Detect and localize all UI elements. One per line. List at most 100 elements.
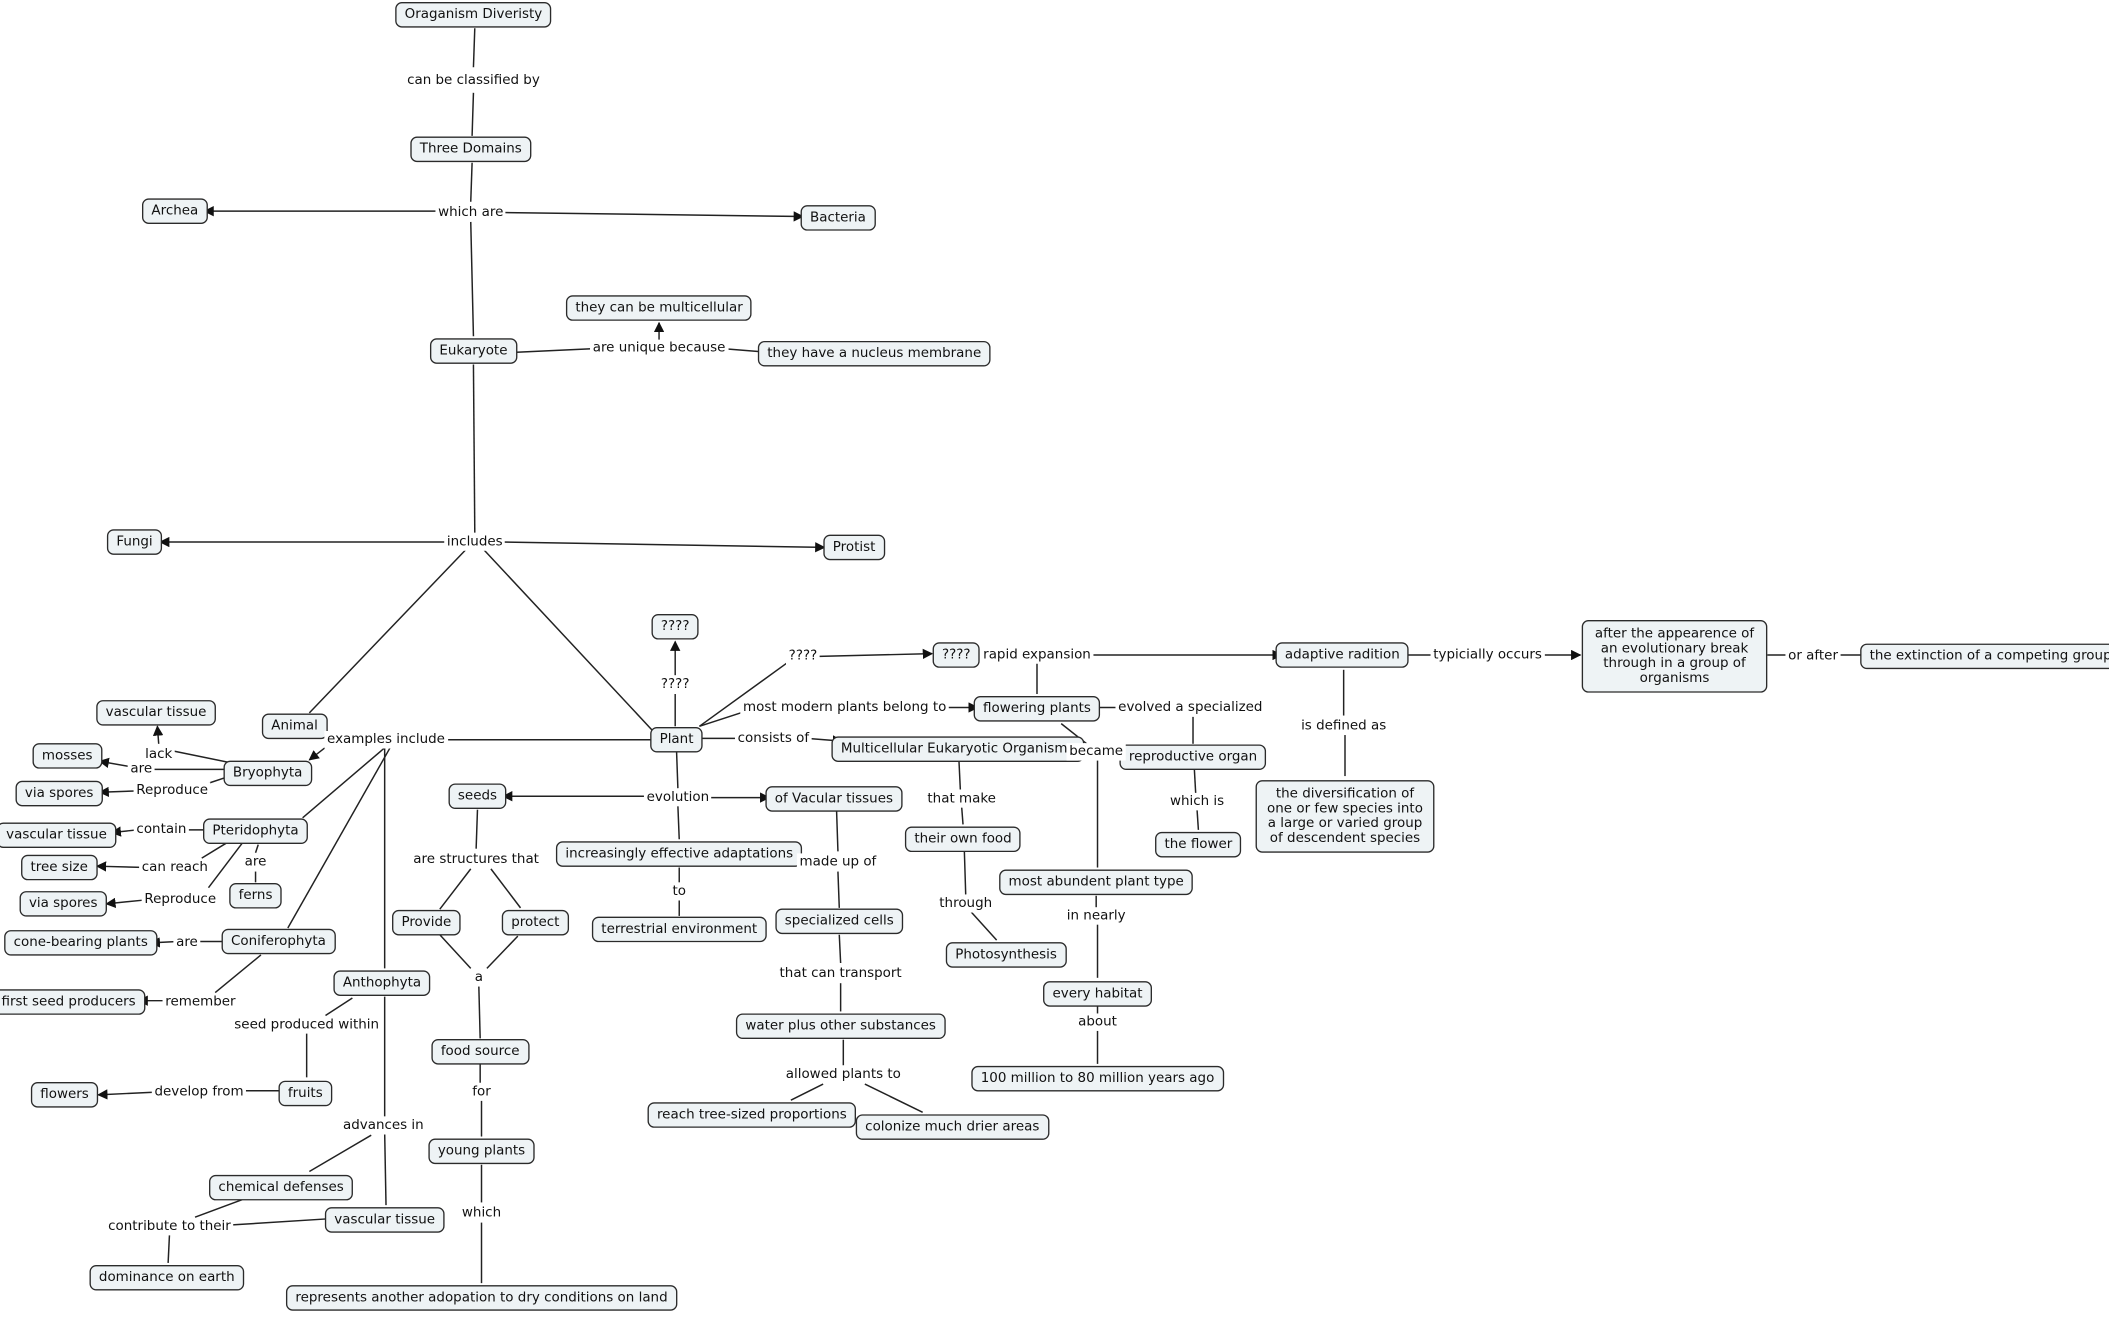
node-organism-diversity: Oraganism Diveristy <box>395 2 552 28</box>
node-eukaryote: Eukaryote <box>429 338 517 364</box>
label-became: became <box>1066 743 1126 761</box>
node-antho-vascular-tissue: vascular tissue <box>324 1207 445 1233</box>
label-pter-reproduce: Reproduce <box>141 891 219 909</box>
label-is-defined-as: is defined as <box>1298 717 1389 736</box>
node-multicellular: they can be multicellular <box>565 295 753 321</box>
label-that-can-transport: that can transport <box>776 965 905 983</box>
label-typically-occurs: typicially occurs <box>1430 646 1545 664</box>
node-young-plants: young plants <box>428 1138 535 1165</box>
node-after-appearance: after the appearence of an evolutionary … <box>1581 620 1768 693</box>
node-flowers: flowers <box>30 1082 99 1108</box>
node-anthophyta: Anthophyta <box>333 970 431 996</box>
label-are-structures-that: are structures that <box>410 850 542 869</box>
label-which-are: which are <box>435 203 507 222</box>
label-plant-unknown-up: ???? <box>658 675 693 694</box>
label-examples-include: examples include <box>324 731 448 749</box>
node-mosses: mosses <box>32 743 102 769</box>
node-vascular-tissues: of Vacular tissues <box>765 786 903 812</box>
node-protect: protect <box>501 909 569 936</box>
node-diversification: the diversification of one or few specie… <box>1255 780 1435 853</box>
label-bryo-are: are <box>127 760 155 779</box>
label-pter-are: are <box>241 853 270 871</box>
label-to: to <box>669 882 689 901</box>
node-pter-via-spores: via spores <box>19 891 107 917</box>
node-tree-sized: reach tree-sized proportions <box>647 1102 857 1128</box>
node-the-flower: the flower <box>1155 831 1242 858</box>
label-contain: contain <box>133 821 190 839</box>
node-animal: Animal <box>261 713 328 740</box>
node-plant: Plant <box>650 726 703 753</box>
label-advances-in: advances in <box>340 1117 427 1135</box>
node-bryo-vascular-tissue: vascular tissue <box>96 700 216 726</box>
node-seeds: seeds <box>448 783 507 810</box>
node-water-substances: water plus other substances <box>735 1013 946 1040</box>
label-made-up-of: made up of <box>796 853 879 871</box>
node-plant-unknown: ???? <box>651 613 699 640</box>
label-a: a <box>472 969 486 987</box>
node-adaptations: increasingly effective adaptations <box>555 841 803 867</box>
label-contribute-to-their: contribute to their <box>105 1217 234 1236</box>
node-multicellular-eukaryotic: Multicellular Eukaryotic Organisms <box>831 736 1084 762</box>
label-about: about <box>1075 1013 1120 1031</box>
node-terrestrial: terrestrial environment <box>591 916 767 943</box>
node-bryophyta: Bryophyta <box>223 760 312 787</box>
label-in-nearly: in nearly <box>1064 907 1129 925</box>
node-specialized-cells: specialized cells <box>775 908 904 935</box>
node-protist: Protist <box>823 534 885 561</box>
node-bacteria: Bacteria <box>800 205 876 231</box>
label-most-modern: most modern plants belong to <box>740 698 950 717</box>
label-through: through <box>936 895 995 913</box>
label-or-after: or after <box>1785 647 1841 666</box>
node-bryo-via-spores: via spores <box>15 780 103 807</box>
label-that-make: that make <box>924 790 999 808</box>
label-includes: includes <box>444 533 506 551</box>
node-coniferophyta: Coniferophyta <box>221 928 336 955</box>
node-every-habitat: every habitat <box>1043 981 1152 1007</box>
node-three-domains: Three Domains <box>410 136 532 163</box>
label-develop-from: develop from <box>151 1083 247 1101</box>
node-own-food: their own food <box>904 826 1022 853</box>
node-million-years: 100 million to 80 million years ago <box>971 1065 1224 1092</box>
node-dry-conditions: represents another adopation to dry cond… <box>285 1285 678 1311</box>
node-pter-vascular-tissue: vascular tissue <box>0 822 117 849</box>
label-which: which <box>459 1204 504 1222</box>
node-pteridophyta: Pteridophyta <box>203 818 309 844</box>
node-tree-size: tree size <box>21 854 98 881</box>
node-fruits: fruits <box>278 1080 333 1107</box>
label-evolution: evolution <box>643 788 712 807</box>
label-lack: lack <box>142 745 175 764</box>
label-bryo-reproduce: Reproduce <box>133 782 211 800</box>
node-flowering-plants: flowering plants <box>973 696 1101 722</box>
label-can-reach: can reach <box>139 858 211 877</box>
label-are-unique-because: are unique because <box>590 339 729 358</box>
node-most-abundant: most abundent plant type <box>999 869 1194 896</box>
node-chemical-defenses: chemical defenses <box>209 1174 354 1201</box>
label-consists-of: consists of <box>734 729 812 748</box>
node-adaptive-radition: adaptive radition <box>1275 642 1410 668</box>
node-ferns: ferns <box>229 882 282 909</box>
node-dominance: dominance on earth <box>89 1264 245 1291</box>
label-remember: remember <box>162 993 239 1011</box>
label-seed-produced-within: seed produced within <box>231 1016 382 1034</box>
node-archea: Archea <box>141 198 208 224</box>
node-photosynthesis: Photosynthesis <box>945 942 1067 968</box>
node-cone-bearing: cone-bearing plants <box>4 930 158 956</box>
node-first-seed: first seed producers <box>0 989 146 1015</box>
node-extinction: the extinction of a competing group <box>1860 643 2109 670</box>
label-can-be-classified-by: can be classified by <box>404 71 543 90</box>
label-rapid-expansion: rapid expansion <box>980 646 1094 664</box>
node-unknown-box: ???? <box>932 642 980 668</box>
node-reproductive-organ: reproductive organ <box>1119 744 1267 771</box>
label-evolved-specialized: evolved a specialized <box>1115 698 1266 717</box>
label-plant-unknown-right: ???? <box>785 647 820 666</box>
label-conif-are: are <box>173 934 201 952</box>
node-provide: Provide <box>392 909 461 936</box>
label-for: for <box>469 1083 494 1101</box>
label-allowed-plants-to: allowed plants to <box>783 1065 904 1084</box>
node-fungi: Fungi <box>106 529 163 555</box>
label-which-is: which is <box>1167 792 1227 811</box>
node-nucleus-membrane: they have a nucleus membrane <box>757 340 991 367</box>
node-food-source: food source <box>431 1039 529 1065</box>
node-drier-areas: colonize much drier areas <box>855 1114 1049 1140</box>
